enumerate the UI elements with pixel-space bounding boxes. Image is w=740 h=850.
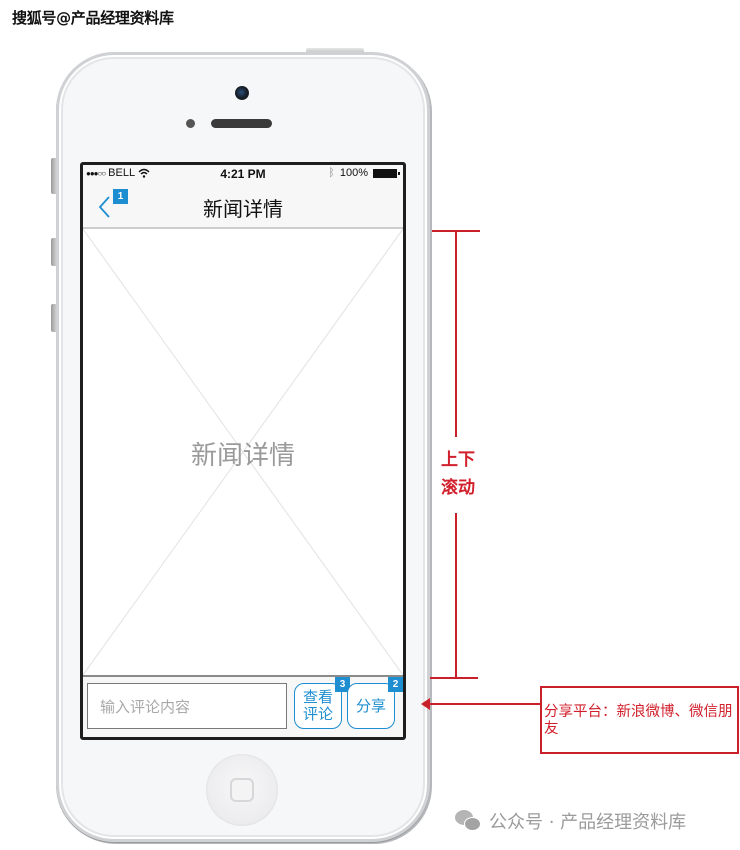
status-time: 4:21 PM <box>220 167 266 181</box>
back-button[interactable] <box>97 195 117 219</box>
navigation-bar: 1 新闻详情 <box>83 185 403 229</box>
badge-share: 2 <box>388 677 403 692</box>
scroll-annotation-label: 上下滚动 <box>441 450 475 498</box>
front-camera-icon <box>235 86 249 100</box>
wifi-icon <box>138 168 150 178</box>
watermark-top: 搜狐号@产品经理资料库 <box>12 9 174 27</box>
comment-input[interactable]: 输入评论内容 <box>87 683 287 729</box>
proximity-sensor-icon <box>186 119 195 128</box>
power-button <box>306 48 364 54</box>
scroll-range-line-bottom <box>455 513 457 677</box>
mute-switch <box>51 158 57 194</box>
share-button[interactable]: 分享 <box>347 683 395 729</box>
earpiece-speaker-icon <box>211 119 272 128</box>
page-title: 新闻详情 <box>203 197 283 221</box>
volume-down-button <box>51 304 57 332</box>
comment-toolbar: 输入评论内容 查看评论 3 分享 2 <box>83 675 403 737</box>
volume-up-button <box>51 238 57 266</box>
home-button[interactable] <box>206 754 278 826</box>
chevron-left-icon <box>98 196 110 218</box>
content-placeholder-label: 新闻详情 <box>190 441 295 471</box>
signal-strength-icon: ●●●○○ <box>86 168 106 178</box>
home-square-icon <box>230 778 254 802</box>
watermark-bottom-text: 公众号 · 产品经理资料库 <box>489 812 687 833</box>
phone-screen: ●●●○○ BELL 4:21 PM ᛒ 100% 1 新闻详情 <box>80 162 406 740</box>
news-detail-content-placeholder[interactable]: 新闻详情 <box>83 229 403 675</box>
battery-percent: 100% <box>339 167 368 179</box>
wechat-icon <box>455 810 483 832</box>
badge-back: 1 <box>113 189 128 204</box>
arrow-left-icon <box>421 698 430 710</box>
status-bar: ●●●○○ BELL 4:21 PM ᛒ 100% <box>83 165 403 185</box>
placeholder-cross-icon <box>83 229 403 675</box>
view-comments-button[interactable]: 查看评论 <box>294 683 342 729</box>
scroll-range-bottom-tick <box>430 677 478 679</box>
badge-view-comments: 3 <box>335 677 350 692</box>
scroll-range-line-top <box>455 230 457 437</box>
share-annotation-arrow-line <box>428 703 541 705</box>
carrier-name: BELL <box>108 167 136 179</box>
share-annotation-note: 分享平台：新浪微博、微信朋友 <box>540 686 739 754</box>
bluetooth-icon: ᛒ <box>328 167 335 179</box>
battery-icon <box>373 168 400 178</box>
watermark-bottom: 公众号 · 产品经理资料库 <box>455 808 686 834</box>
